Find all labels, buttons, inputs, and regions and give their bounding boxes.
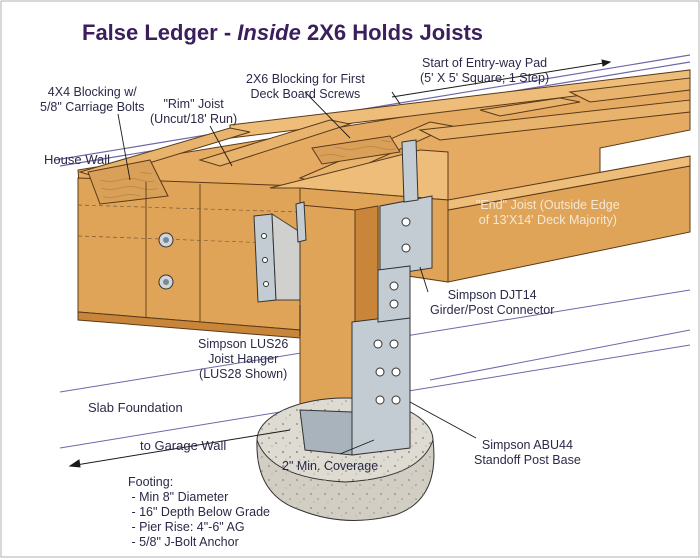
carriage-bolts — [158, 232, 174, 290]
label-abu44: Simpson ABU44 Standoff Post Base — [474, 438, 581, 467]
diagram-title: False Ledger - Inside 2X6 Holds Joists — [82, 20, 484, 45]
label-end-joist: "End" Joist (Outside Edge of 13'X14' Dec… — [476, 198, 620, 227]
label-house-wall: House Wall — [44, 152, 110, 167]
rim-dividers — [145, 182, 201, 322]
label-garage-wall: to Garage Wall — [140, 438, 227, 453]
lus26-hanger — [253, 213, 301, 303]
abu44-bracket — [299, 314, 411, 456]
label-footing: Footing: - Min 8" Diameter - 16" Depth B… — [128, 475, 271, 549]
label-slab-foundation: Slab Foundation — [88, 400, 183, 415]
upper-hangers — [295, 139, 419, 243]
label-djt14: Simpson DJT14 Girder/Post Connector — [430, 288, 555, 317]
rim-bottom — [77, 311, 301, 339]
djt14-connector — [377, 195, 433, 323]
label-lus26: Simpson LUS26 Joist Hanger (LUS28 Shown) — [198, 337, 289, 381]
garage-arrow — [68, 429, 291, 468]
label-entry-pad: Start of Entry-way Pad (5' X 5' Square; … — [420, 56, 550, 85]
label-2x6-blocking: 2X6 Blocking for First Deck Board Screws — [246, 72, 365, 101]
leader-lines — [117, 91, 477, 455]
entry-pad-arrow — [391, 59, 612, 105]
label-coverage: 2" Min. Coverage — [282, 459, 379, 473]
label-4x4-blocking: 4X4 Blocking w/ 5/8" Carriage Bolts — [40, 85, 145, 114]
label-rim-joist: "Rim" Joist (Uncut/18' Run) — [150, 97, 238, 126]
